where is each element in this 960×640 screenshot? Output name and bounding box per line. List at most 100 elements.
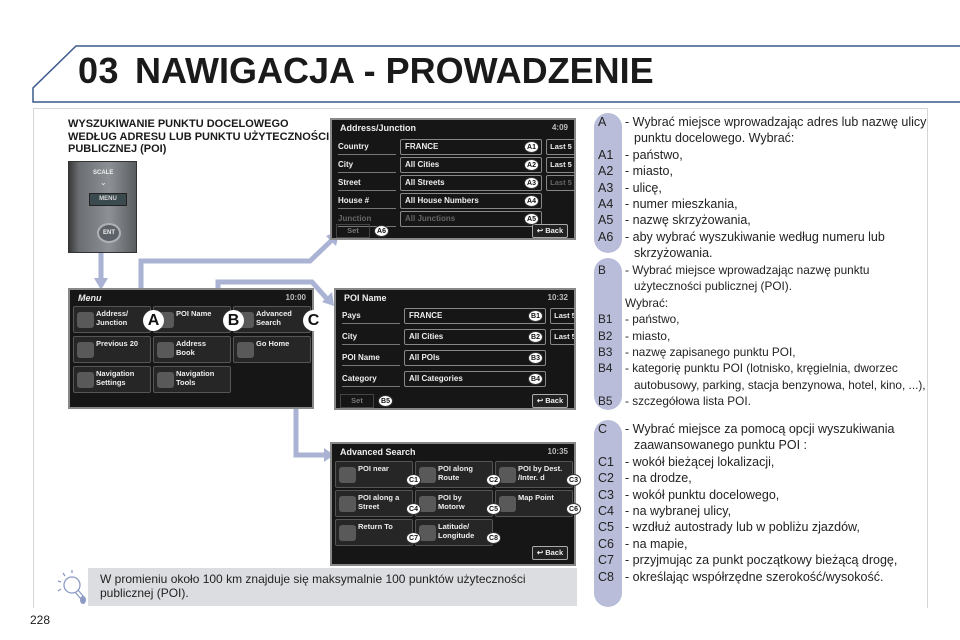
lightbulb-tip-icon bbox=[57, 570, 86, 604]
tile-label: Previous 20 bbox=[96, 339, 139, 348]
legend-key: C4 bbox=[598, 504, 614, 519]
legend-key: A1 bbox=[598, 147, 614, 162]
legend-text: - nazwę skrzyżowania, bbox=[625, 213, 751, 228]
callout-b: B bbox=[223, 310, 244, 331]
legend-pill-a bbox=[594, 113, 622, 253]
tile-icon bbox=[77, 372, 94, 388]
callout-badge: C5 bbox=[486, 503, 501, 515]
tile-label: Navigation Tools bbox=[176, 369, 215, 387]
menu-tile: Navigation Tools bbox=[153, 366, 231, 393]
menu-screen: Menu 10:00 Address/ Junction POI Name Adva… bbox=[68, 288, 324, 409]
tile-icon bbox=[339, 496, 356, 512]
back-button: ↩ Back bbox=[532, 546, 568, 560]
tile-label: Return To bbox=[358, 522, 393, 531]
legend-key: B2 bbox=[598, 328, 613, 343]
tile-label: Address/ Junction bbox=[96, 309, 129, 327]
callout-badge: B2 bbox=[528, 331, 543, 343]
menu-tile: Navigation Settings bbox=[73, 366, 151, 393]
legend-text: - przyjmując za punkt początkowy bieżącą… bbox=[625, 553, 898, 568]
search-option-tile: POI by Dest. /Inter. d bbox=[495, 461, 573, 488]
legend-key: B bbox=[598, 263, 606, 277]
legend-key: B4 bbox=[598, 361, 613, 376]
menu-button: MENU bbox=[89, 193, 127, 206]
menu-screen-title: Menu bbox=[78, 293, 102, 303]
legend-text: - wokół punktu docelowego, bbox=[625, 487, 780, 502]
legend-key: C bbox=[598, 422, 608, 436]
search-option-tile: POI along a Street bbox=[335, 490, 413, 517]
row-label: Pays bbox=[342, 308, 400, 324]
callout-badge: B3 bbox=[528, 352, 543, 364]
last-5-button: Last 5 bbox=[550, 329, 574, 345]
tile-icon bbox=[77, 342, 94, 358]
row-label: City bbox=[338, 157, 396, 173]
legend-pill-c bbox=[594, 420, 622, 607]
arrowhead-c bbox=[324, 448, 334, 462]
scale-button-label: SCALE bbox=[93, 170, 114, 176]
callout-badge: C3 bbox=[566, 474, 581, 486]
menu-tile: Address/ Junction bbox=[73, 306, 151, 333]
menu-screen-time: 10:00 bbox=[285, 293, 306, 302]
row-label: Category bbox=[342, 371, 400, 387]
tile-label: POI Name bbox=[176, 309, 212, 318]
legend-text: - na drodze, bbox=[625, 471, 692, 486]
legend-item: A1- państwo, bbox=[598, 147, 934, 163]
back-arrow-icon: ↩ bbox=[536, 396, 546, 405]
callout-badge: A5 bbox=[524, 213, 539, 225]
callout-badge: B5 bbox=[378, 395, 393, 407]
ent-knob: ENT bbox=[97, 223, 121, 243]
legend-text: - nazwę zapisanego punktu POI, bbox=[625, 345, 796, 360]
legend-key: A bbox=[598, 115, 607, 129]
legend-section-a: A - Wybrać miejsce wprowadzając adres lub… bbox=[598, 114, 934, 262]
menu-tile: Advanced Search bbox=[233, 306, 311, 333]
legend-item: B3- nazwę zapisanego punktu POI, bbox=[598, 344, 934, 360]
legend-item: C8- określając współrzędne szerokość/wys… bbox=[598, 569, 934, 585]
last-5-button: Last 5 bbox=[546, 175, 574, 191]
tile-icon bbox=[237, 342, 254, 358]
tile-icon bbox=[339, 525, 356, 541]
arrowhead-down bbox=[94, 278, 108, 290]
legend-key: A3 bbox=[598, 180, 614, 195]
callout-badge: B1 bbox=[528, 310, 543, 322]
callout-badge: C2 bbox=[486, 474, 501, 486]
address-screen-time: 4:09 bbox=[551, 123, 568, 132]
legend-key: C7 bbox=[598, 553, 614, 568]
row-label: City bbox=[342, 329, 400, 345]
tile-icon bbox=[419, 525, 436, 541]
set-button: Set bbox=[340, 394, 374, 408]
content-frame bbox=[33, 108, 928, 608]
legend-text: - Wybrać miejsce wprowadzając adres lub … bbox=[625, 115, 927, 146]
search-option-tile: POI along Route bbox=[415, 461, 493, 488]
row-label: House # bbox=[338, 193, 396, 209]
tile-label: POI by Dest. /Inter. d bbox=[518, 464, 563, 482]
callout-badge: A1 bbox=[524, 141, 539, 153]
poi-screen-time: 10:32 bbox=[547, 293, 568, 302]
callout-badge: A3 bbox=[524, 177, 539, 189]
callout-badge: A6 bbox=[374, 225, 389, 237]
tile-icon bbox=[77, 312, 94, 328]
legend-item: C3- wokół punktu docelowego, bbox=[598, 487, 934, 503]
tile-icon bbox=[419, 496, 436, 512]
legend-item: B1- państwo, bbox=[598, 311, 934, 327]
adv-screen-time: 10:35 bbox=[547, 447, 568, 456]
legend-key: B1 bbox=[598, 312, 613, 327]
menu-tile: Previous 20 bbox=[73, 336, 151, 363]
legend-item: B- Wybrać miejsce wprowadzając nazwę pun… bbox=[598, 262, 934, 295]
callout-badge: A2 bbox=[524, 159, 539, 171]
tile-label: POI by Motorw bbox=[438, 493, 465, 511]
menu-tile: Go Home bbox=[233, 336, 311, 363]
legend-key: C1 bbox=[598, 454, 614, 469]
callout-badge: C8 bbox=[486, 532, 501, 544]
legend-item: B4- kategorię punktu POI (lotnisko, kręg… bbox=[598, 360, 934, 393]
legend-key: A5 bbox=[598, 213, 614, 228]
callout-badge: C1 bbox=[406, 474, 421, 486]
legend-key: B5 bbox=[598, 394, 613, 409]
search-option-tile: POI by Motorw bbox=[415, 490, 493, 517]
callout-badge: C7 bbox=[406, 532, 421, 544]
chapter-number: 03 bbox=[78, 50, 120, 91]
